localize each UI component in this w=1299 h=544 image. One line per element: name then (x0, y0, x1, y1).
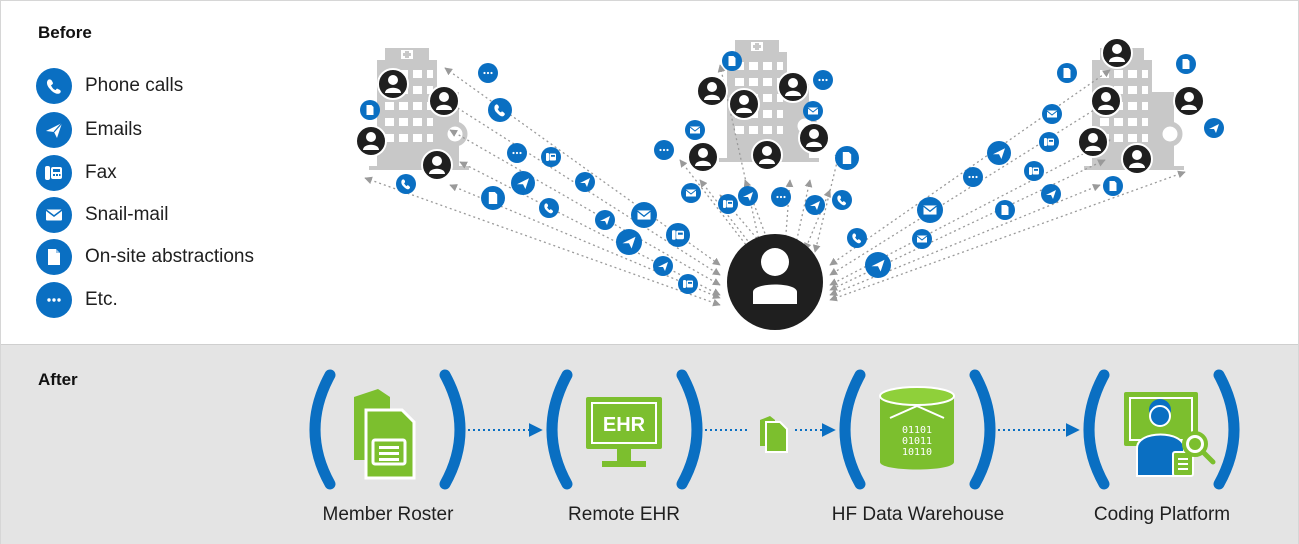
legend-label: On-site abstractions (85, 246, 254, 267)
legend-item-etc: Etc. (36, 282, 118, 318)
before-title: Before (38, 23, 92, 42)
ehr-monitor-icon: EHR (586, 397, 662, 467)
step-label-hf-data-warehouse: HF Data Warehouse (831, 504, 1005, 525)
phone-icon (36, 68, 72, 104)
legend-label: Emails (85, 119, 143, 140)
paper-plane-icon (36, 112, 72, 148)
legend-item-fax: Fax (36, 155, 117, 191)
legend-item-phone: Phone calls (36, 68, 183, 104)
envelope-icon (36, 197, 72, 233)
step-label-remote-ehr: Remote EHR (568, 504, 680, 525)
transfer-documents-icon (760, 416, 788, 453)
legend-item-snail-mail: Snail-mail (36, 197, 168, 233)
step-label-member-roster: Member Roster (322, 504, 454, 525)
legend-label: Fax (85, 162, 117, 183)
database-bits-line-3: 10110 (902, 447, 932, 458)
document-icon (36, 239, 72, 275)
legend-label: Phone calls (85, 75, 184, 96)
after-title: After (38, 370, 78, 389)
fax-icon (36, 155, 72, 191)
database-bits-line-2: 01011 (902, 436, 932, 447)
central-person-icon (727, 234, 823, 330)
coding-platform-icon (1124, 392, 1216, 477)
legend-item-on-site: On-site abstractions (36, 239, 254, 275)
ellipsis-icon (36, 282, 72, 318)
ehr-monitor-text: EHR (603, 414, 646, 436)
step-brackets (309, 369, 1240, 490)
legend-label: Etc. (85, 289, 118, 310)
database-bits-line-1: 01101 (902, 425, 932, 436)
document-stack-icon (354, 389, 416, 480)
legend-item-emails: Emails (36, 112, 142, 148)
legend-label: Snail-mail (85, 204, 169, 225)
database-icon: 01101 01011 10110 (879, 386, 955, 470)
step-label-coding-platform: Coding Platform (1093, 504, 1231, 525)
